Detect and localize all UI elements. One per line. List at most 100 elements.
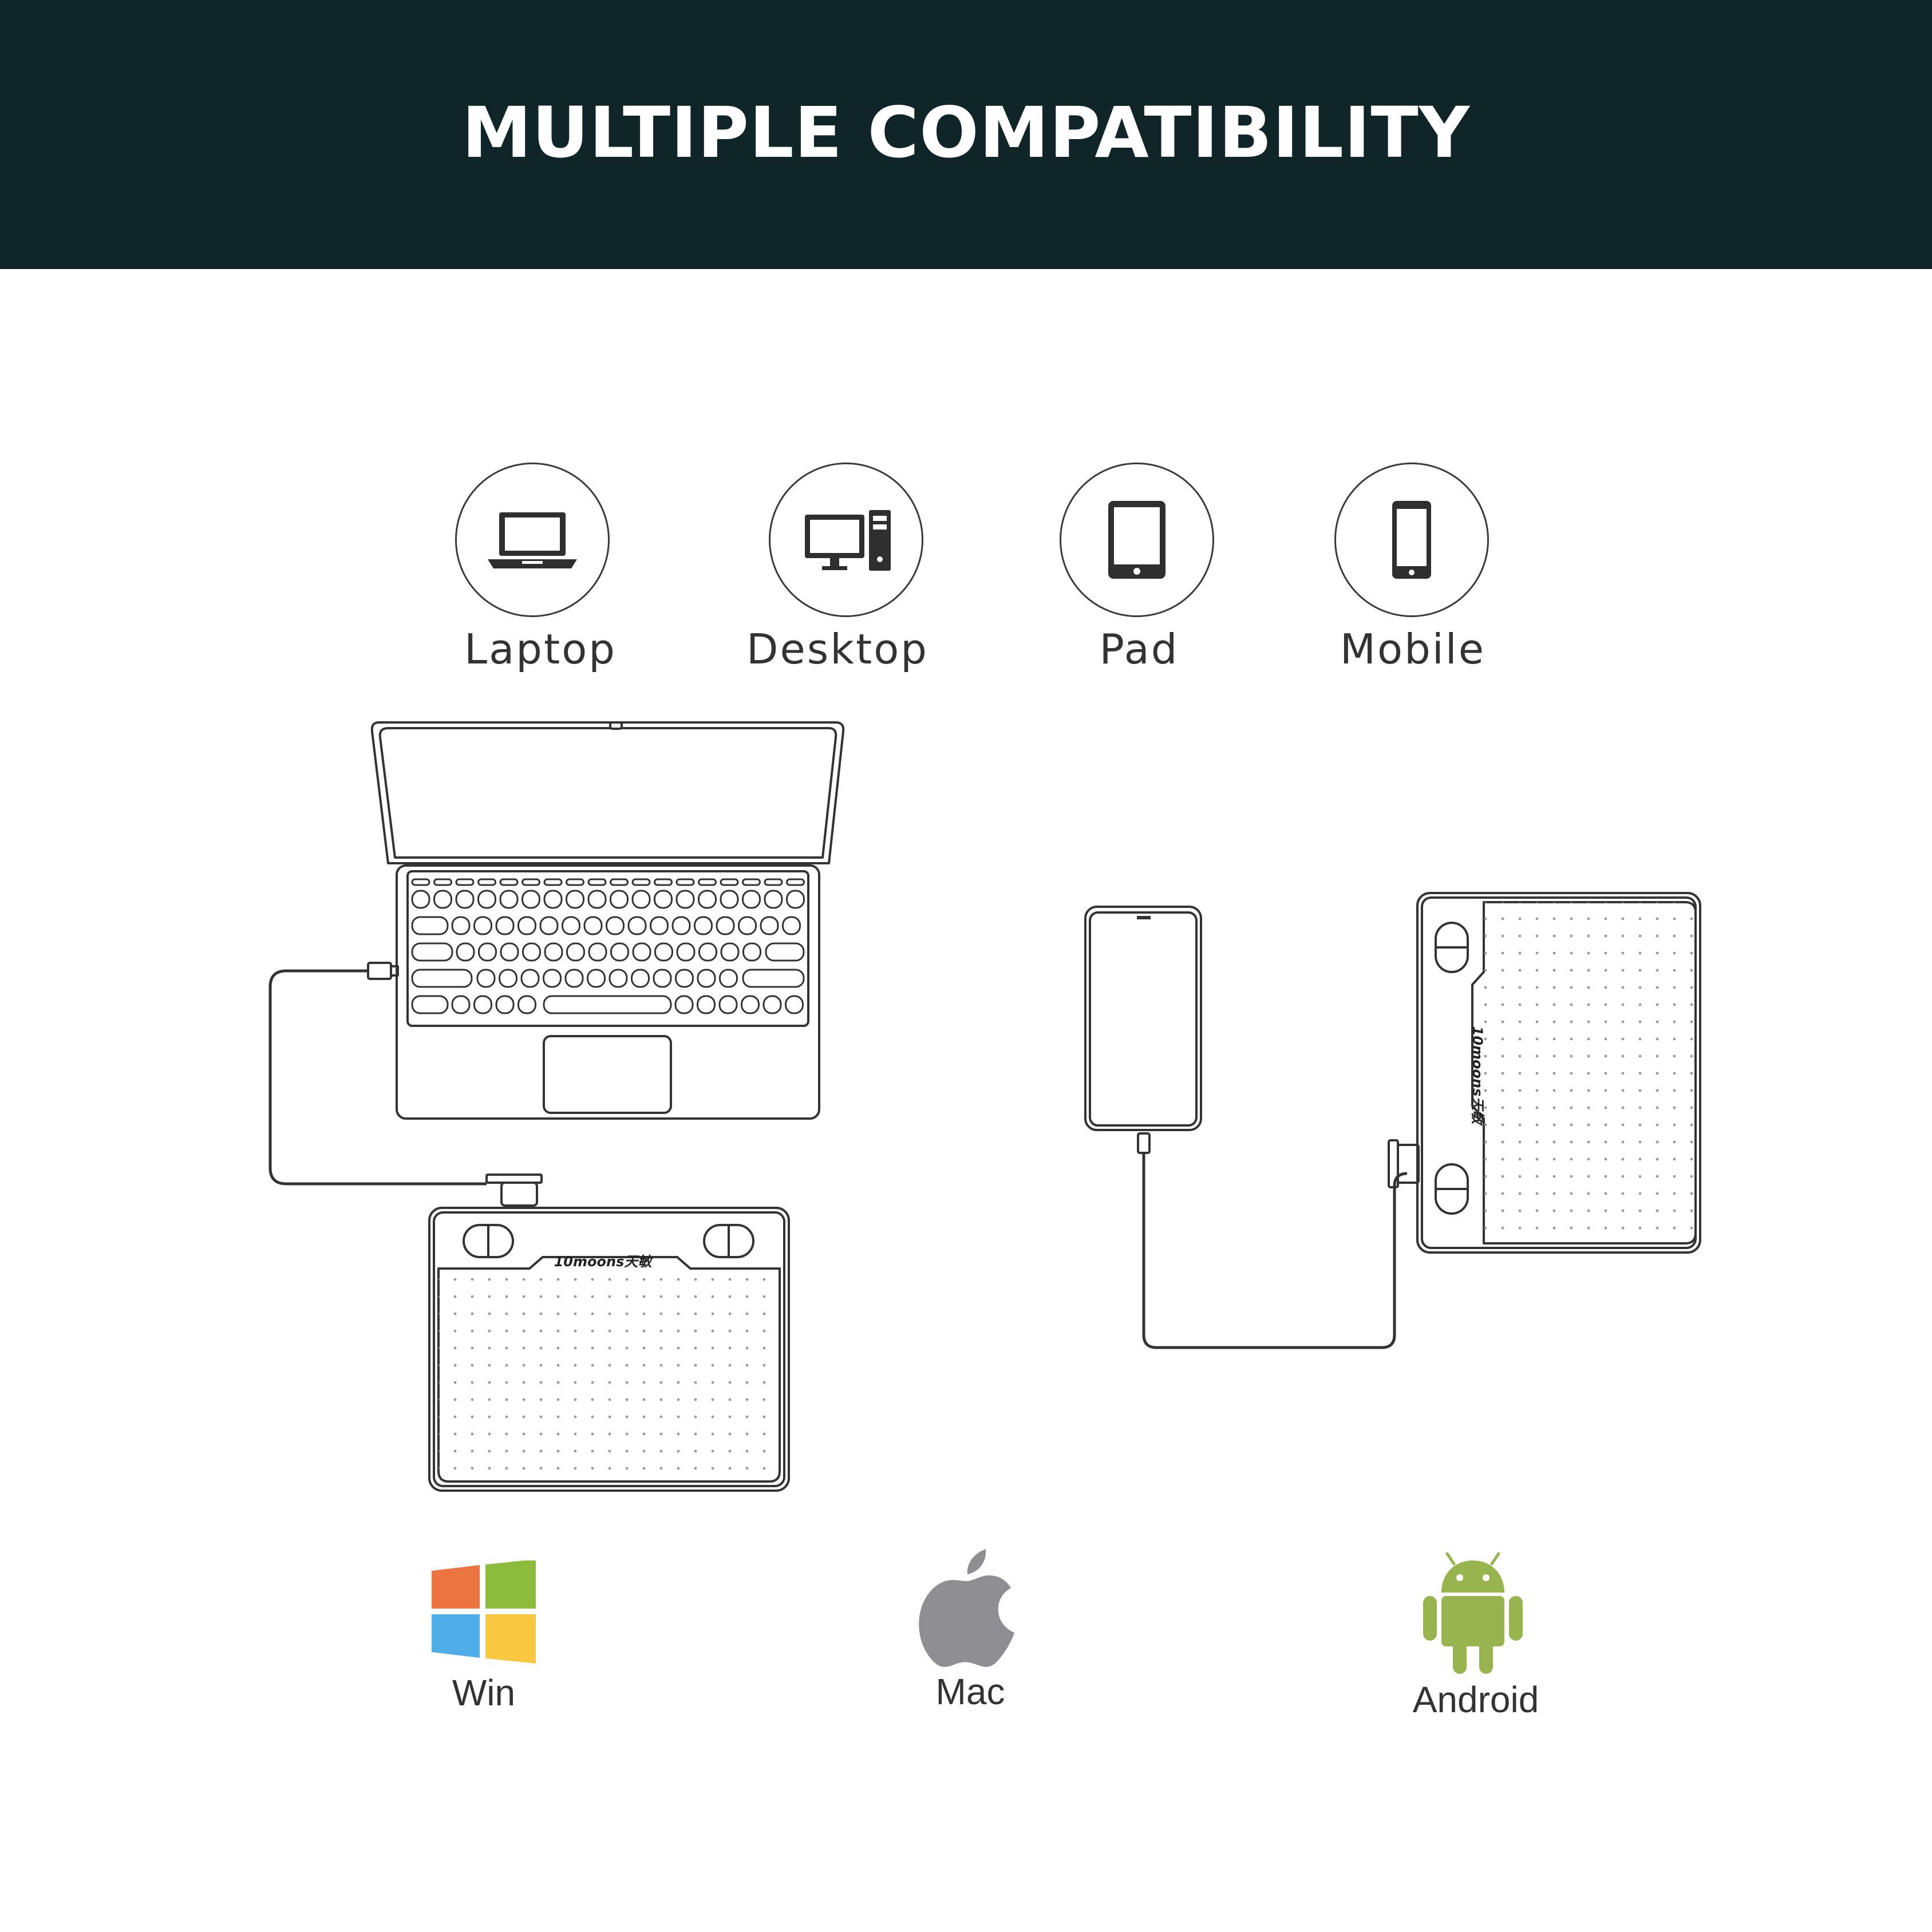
- keyboard-key: [543, 995, 672, 1014]
- brand-logo-side: 10moons天敏: [1469, 1026, 1485, 1127]
- keyboard-key: [455, 878, 475, 886]
- keyboard-key: [631, 890, 651, 909]
- keyboard-key: [477, 890, 496, 909]
- keyboard-key: [697, 995, 716, 1014]
- keyboard-key: [654, 890, 673, 909]
- keyboard-key: [782, 916, 801, 935]
- keyboard-key: [564, 969, 584, 988]
- device-label-laptop: Laptop: [464, 625, 617, 673]
- keyboard-key: [433, 878, 452, 886]
- laptop-icon: [455, 463, 610, 617]
- keyboard-key: [433, 890, 452, 909]
- keyboard-key: [764, 878, 783, 886]
- device-label-desktop: Desktop: [746, 625, 929, 673]
- keyboard-key: [738, 916, 757, 935]
- keyboard-key: [411, 942, 453, 962]
- keyboard-key: [654, 878, 673, 886]
- phone-drawing: [1084, 906, 1408, 1349]
- keyboard-key: [451, 995, 471, 1014]
- keyboard-key: [517, 995, 536, 1014]
- keyboard-key: [698, 942, 717, 962]
- keyboard-key: [720, 878, 739, 886]
- keyboard-key: [698, 878, 717, 886]
- keyboard-key: [698, 890, 717, 909]
- keyboard-key: [716, 916, 735, 935]
- keyboard-key: [764, 890, 783, 909]
- keyboard-key: [500, 942, 519, 962]
- keyboard-key: [566, 878, 584, 886]
- keyboard-key: [456, 942, 475, 962]
- keyboard-key: [720, 890, 739, 909]
- mobile-icon: [1334, 463, 1489, 617]
- keyboard-key: [675, 890, 695, 909]
- keyboard-key: [517, 916, 536, 935]
- keyboard-key: [521, 878, 540, 886]
- keyboard-key: [543, 878, 563, 886]
- android-logo-icon: [1423, 1552, 1523, 1674]
- keyboard-key: [676, 942, 696, 962]
- page-title: MULTIPLE COMPATIBILITY: [461, 92, 1471, 173]
- keyboard-key: [654, 942, 673, 962]
- keyboard-key: [478, 942, 497, 962]
- keyboard-key: [588, 942, 607, 962]
- keyboard-key: [786, 890, 805, 909]
- os-label-mac: Mac: [935, 1671, 1005, 1712]
- keyboard-key: [606, 916, 625, 935]
- keyboard-key: [631, 969, 650, 988]
- keyboard-key: [610, 878, 629, 886]
- keyboard-key: [476, 969, 496, 988]
- keyboard-key: [785, 995, 804, 1014]
- keyboard-key: [671, 916, 691, 935]
- keyboard-key: [411, 890, 430, 909]
- keyboard-key: [411, 916, 449, 935]
- keyboard-key: [719, 969, 738, 988]
- keyboard-key: [520, 969, 540, 988]
- keyboard-key: [675, 969, 694, 988]
- keyboard-key: [631, 878, 651, 886]
- keyboard-key: [473, 995, 492, 1014]
- keyboard-key: [587, 890, 607, 909]
- keyboard-key: [609, 969, 628, 988]
- brand-logo-bottom: 10moons天敏: [554, 1254, 654, 1270]
- keyboard-key: [694, 916, 713, 935]
- keyboard-key: [587, 969, 606, 988]
- keyboard-key: [499, 890, 519, 909]
- header-banner: MULTIPLE COMPATIBILITY: [0, 0, 1932, 269]
- keyboard-key: [455, 890, 475, 909]
- keyboard-key: [610, 890, 629, 909]
- keyboard-key: [562, 916, 580, 935]
- laptop-drawing: [370, 721, 845, 1120]
- keyboard-key: [543, 890, 563, 909]
- keyboard-key: [543, 969, 562, 988]
- keyboard-key: [697, 969, 716, 988]
- keyboard-key: [583, 916, 603, 935]
- device-label-pad: Pad: [1099, 625, 1179, 673]
- keyboard-key: [718, 995, 738, 1014]
- keyboard-key: [675, 878, 695, 886]
- keyboard-key: [742, 890, 761, 909]
- keyboard-key: [499, 969, 517, 988]
- tablet-drawing-bottom: [428, 1207, 790, 1492]
- apple-logo-icon: [919, 1549, 1014, 1667]
- keyboard-key: [786, 878, 805, 886]
- desktop-icon: [769, 463, 923, 617]
- keyboard-key: [760, 916, 779, 935]
- keyboard-key: [411, 995, 449, 1014]
- usb-cable-laptop: [268, 962, 543, 1207]
- keyboard-key: [451, 916, 471, 935]
- keyboard-key: [566, 890, 584, 909]
- keyboard-key: [539, 916, 559, 935]
- keyboard-key: [495, 916, 515, 935]
- keyboard-key: [587, 878, 607, 886]
- keyboard-key: [653, 969, 672, 988]
- os-label-win: Win: [452, 1672, 516, 1713]
- keyboard-key: [741, 995, 760, 1014]
- keyboard-key: [495, 995, 515, 1014]
- windows-logo-icon: [432, 1560, 536, 1664]
- keyboard-key: [627, 916, 647, 935]
- device-label-mobile: Mobile: [1340, 625, 1486, 673]
- keyboard-key: [742, 969, 805, 988]
- keyboard-key: [411, 969, 473, 988]
- keyboard-key: [765, 942, 805, 962]
- keyboard-key: [473, 916, 492, 935]
